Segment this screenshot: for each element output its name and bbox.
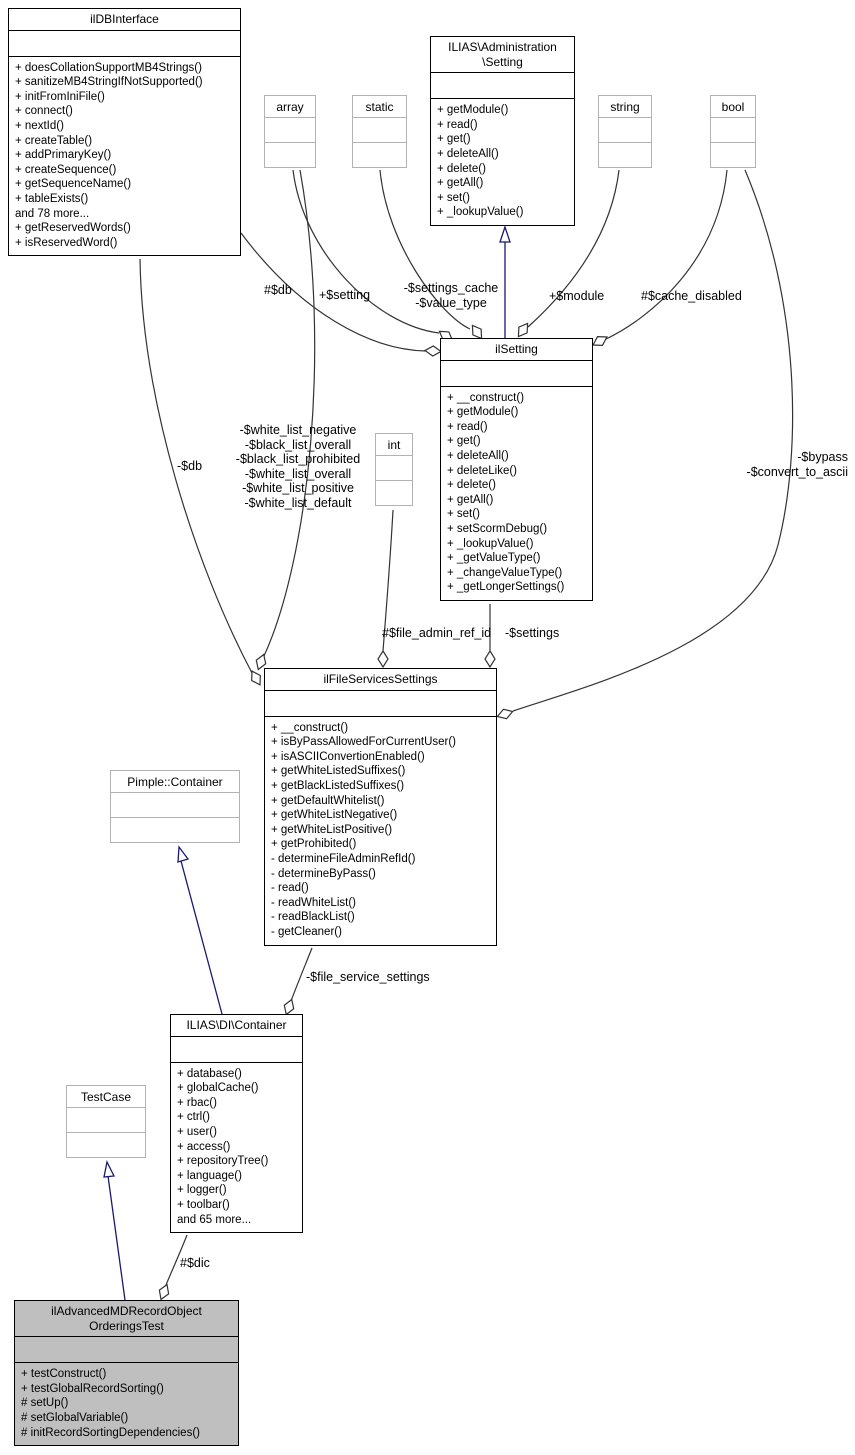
edge-label-file-service-settings: -$file_service_settings — [306, 970, 430, 984]
type-row-empty — [265, 143, 315, 167]
class-title[interactable]: ilFileServicesSettings — [265, 669, 496, 691]
type-title: string — [599, 96, 651, 118]
edge-label-module: +$module — [549, 289, 605, 303]
class-methods: + __construct() + getModule() + read() +… — [447, 391, 565, 594]
edge-label-db: #$db — [264, 283, 292, 297]
diamond-module — [517, 322, 529, 338]
edge-label-file-admin-ref-id: #$file_admin_ref_id — [382, 626, 492, 640]
class-title: ilAdvancedMDRecordObject OrderingsTest — [15, 1301, 238, 1338]
type-row-empty — [376, 456, 412, 481]
type-box-bool: bool — [710, 95, 756, 168]
arrow-inherit-test — [103, 1160, 116, 1178]
type-box-string: string — [598, 95, 652, 168]
diamond-settings — [484, 649, 496, 669]
edge-label-white-lists: -$white_list_negative -$black_list_overa… — [235, 423, 361, 510]
type-row-empty — [265, 118, 315, 143]
diamond-db-setting — [423, 345, 443, 357]
type-row-empty — [376, 481, 412, 505]
class-box-ilsetting[interactable]: ilSetting + __construct() + getModule() … — [440, 338, 593, 601]
class-box-admin-setting[interactable]: ILIAS\Administration \Setting + getModul… — [430, 36, 575, 226]
diamond-file-admin-ref-id — [377, 649, 389, 669]
type-row-empty — [111, 793, 239, 818]
class-attributes-empty — [171, 1037, 302, 1063]
type-row-empty — [711, 143, 755, 167]
edge-label-settings-cache: -$settings_cache -$value_type — [403, 281, 499, 310]
type-box-int: int — [375, 433, 413, 506]
type-row-empty — [67, 1133, 145, 1157]
type-box-array: array — [264, 95, 316, 168]
edge-label-settings: -$settings — [505, 626, 560, 640]
class-box-di-container[interactable]: ILIAS\DI\Container + database() + global… — [170, 1014, 303, 1234]
edge-cache-disabled — [605, 169, 728, 340]
class-attributes-empty — [15, 1337, 238, 1364]
class-attributes-empty — [431, 73, 574, 100]
type-box-pimple-container: Pimple::Container — [110, 770, 240, 843]
edge-label-dic: #$dic — [180, 1256, 210, 1270]
type-title: TestCase — [67, 1086, 145, 1108]
edge-label-bypass: -$bypass -$convert_to_ascii — [746, 450, 848, 479]
edge-inherit-dicontainer — [180, 860, 223, 1015]
class-title[interactable]: ILIAS\DI\Container — [171, 1015, 302, 1037]
edge-label-cache-disabled: #$cache_disabled — [641, 289, 742, 303]
edge-label-setting: +$setting — [319, 288, 371, 302]
arrow-inherit-ilsetting — [499, 224, 511, 243]
edge-white-lists — [263, 169, 316, 657]
class-attributes-empty — [9, 31, 240, 57]
class-attributes-empty — [441, 361, 592, 387]
type-row-empty — [599, 118, 651, 143]
class-box-iladvancedmdrecordobjectorderingstest: ilAdvancedMDRecordObject OrderingsTest +… — [14, 1300, 239, 1447]
type-row-empty — [353, 143, 406, 167]
class-box-ilfileservicessettings[interactable]: ilFileServicesSettings + __construct() +… — [264, 668, 497, 946]
type-row-empty — [111, 818, 239, 842]
class-methods: + database() + globalCache() + rbac() + … — [177, 1067, 269, 1226]
type-title: static — [353, 96, 406, 118]
type-box-static: static — [352, 95, 407, 168]
type-title: array — [265, 96, 315, 118]
diamond-cache-disabled — [592, 336, 608, 346]
type-row-empty — [353, 118, 406, 143]
type-row-empty — [67, 1108, 145, 1133]
class-methods: + __construct() + isByPassAllowedForCurr… — [271, 721, 457, 938]
class-title[interactable]: ilDBInterface — [9, 9, 240, 31]
diamond-bypass — [496, 708, 514, 720]
type-title: Pimple::Container — [111, 771, 239, 793]
type-row-empty — [599, 143, 651, 167]
type-title: bool — [711, 96, 755, 118]
arrow-inherit-dicontainer — [177, 845, 190, 863]
class-methods: + doesCollationSupportMB4Strings() + san… — [15, 61, 203, 249]
class-box-ildbinterface[interactable]: ilDBInterface + doesCollationSupportMB4S… — [8, 8, 241, 257]
diamond-dic — [158, 1283, 170, 1301]
class-methods: + getModule() + read() + get() + deleteA… — [437, 104, 524, 219]
edge-label-db-fss: -$db — [177, 459, 203, 473]
class-title[interactable]: ilSetting — [441, 339, 592, 361]
class-attributes-empty — [265, 691, 496, 717]
class-title[interactable]: ILIAS\Administration \Setting — [431, 37, 574, 74]
type-row-empty — [711, 118, 755, 143]
edge-inherit-test — [107, 1175, 126, 1301]
diamond-db-fss — [251, 670, 261, 686]
type-box-testcase: TestCase — [66, 1085, 146, 1158]
type-title: int — [376, 434, 412, 456]
class-methods: + testConstruct() + testGlobalRecordSort… — [21, 1368, 200, 1439]
